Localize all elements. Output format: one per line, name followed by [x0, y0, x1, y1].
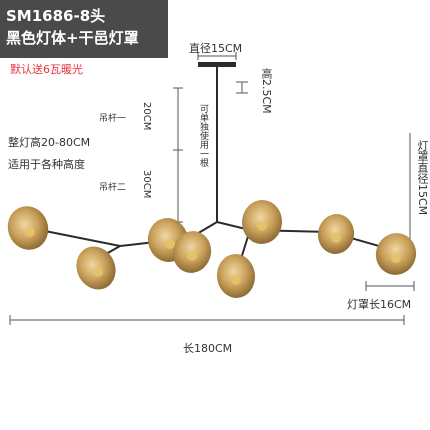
ceiling-canopy [198, 62, 236, 67]
product-description: 黑色灯体+干邑灯罩 [6, 29, 139, 47]
rod2-label: 吊杆二 [99, 183, 127, 193]
rod1-label: 吊杆一 [99, 114, 127, 124]
product-model: SM1686-8头 [6, 7, 106, 25]
canopy-height-label: 高2.5CM [260, 68, 273, 114]
title-banner [0, 0, 168, 58]
shade-diameter-label: 灯罩直径15CM [416, 140, 429, 216]
glass-shades [7, 200, 417, 298]
rod-note: 可单独使用一根 [198, 104, 208, 167]
canopy-diameter-label: 直径15CM [189, 42, 243, 55]
bulb-note: 默认送6瓦暖光 [10, 63, 83, 76]
total-length-label: 长180CM [183, 342, 233, 355]
rod1-length: 20CM [141, 102, 152, 131]
bulbs [25, 221, 401, 285]
shade-length-label: 灯罩长16CM [347, 298, 412, 311]
rod2-length: 30CM [141, 170, 152, 199]
height-note: 适用于各种高度 [8, 158, 85, 171]
overall-height-label: 整灯高20-80CM [8, 136, 91, 149]
